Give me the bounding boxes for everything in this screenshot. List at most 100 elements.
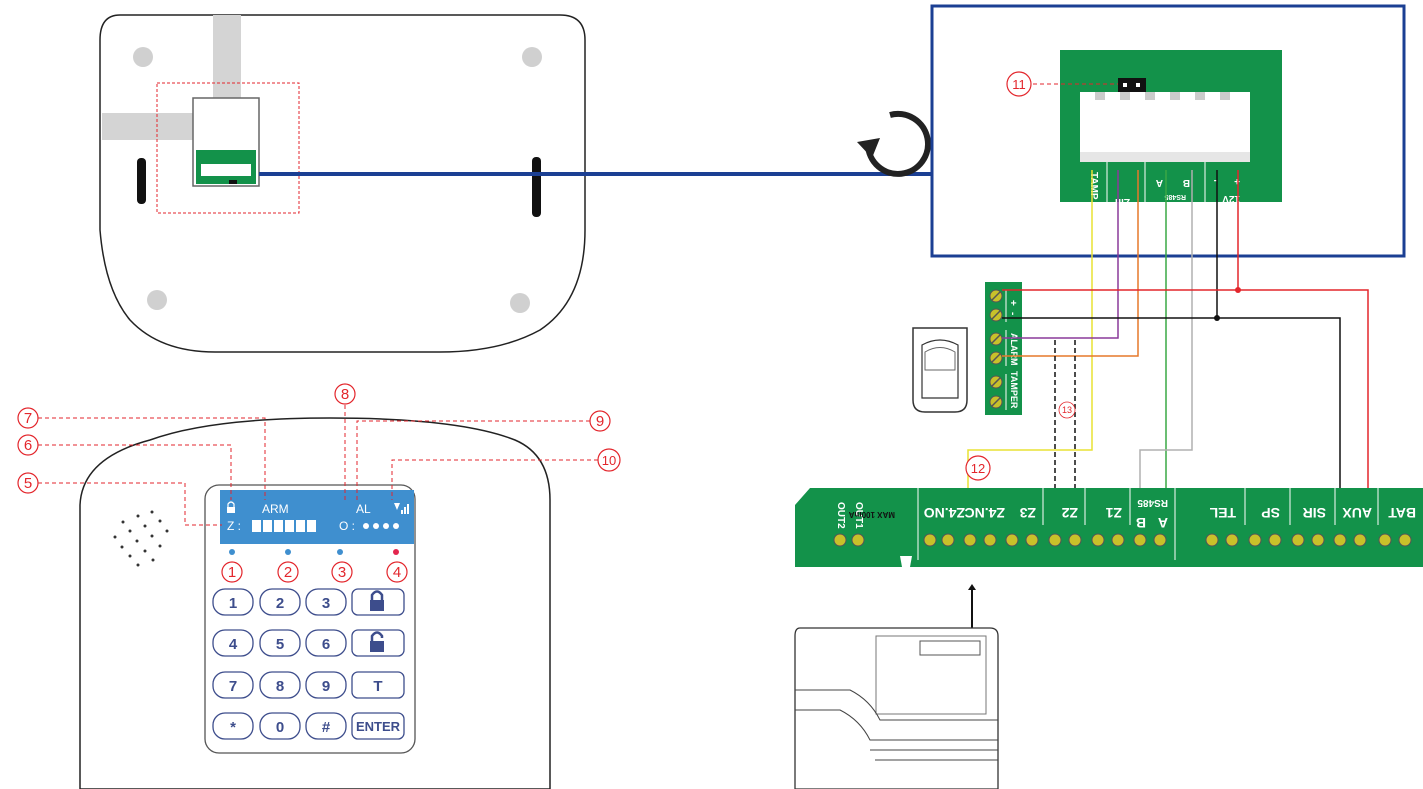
panel-label-z1: Z1 bbox=[1105, 505, 1122, 521]
module-label-a: A bbox=[1156, 177, 1163, 188]
motion-detector bbox=[912, 327, 968, 413]
module-label-tamp: TAMP bbox=[1088, 172, 1099, 200]
lcd-display bbox=[220, 490, 414, 544]
panel-label-rs485: RS485 bbox=[1137, 497, 1168, 508]
key-9[interactable]: 9 bbox=[305, 671, 347, 699]
panel-screws bbox=[833, 533, 1412, 547]
lcd-o-text: O : bbox=[339, 519, 355, 533]
lcd-al-text: AL bbox=[356, 502, 371, 516]
svg-text:2: 2 bbox=[276, 595, 284, 612]
panel-label-max: MAX 100mA bbox=[849, 510, 895, 519]
lcd-lock-icon bbox=[227, 501, 235, 513]
panel-label-out2: OUT2 bbox=[835, 502, 846, 529]
callout-9: 9 bbox=[589, 410, 611, 432]
callout-11: 11 bbox=[1006, 71, 1032, 97]
panel-label-out1: OUT1 bbox=[853, 502, 864, 529]
panel-label-a: A bbox=[1158, 515, 1168, 531]
key-disarm-lock[interactable] bbox=[351, 629, 405, 657]
svg-text:4: 4 bbox=[393, 564, 401, 581]
panel-label-sp: SP bbox=[1261, 505, 1280, 521]
detector-label-minus: - bbox=[1007, 312, 1018, 315]
callout-8: 8 bbox=[334, 383, 356, 405]
panel-label-z3: Z3 bbox=[1019, 505, 1036, 521]
callout-3: 3 bbox=[331, 561, 353, 583]
key-5[interactable]: 5 bbox=[259, 629, 301, 657]
key-star[interactable]: * bbox=[212, 712, 254, 740]
svg-text:5: 5 bbox=[276, 636, 284, 653]
detector-label-alarm: ALARM bbox=[1009, 333, 1019, 366]
module-label-plus: + bbox=[1234, 175, 1240, 186]
panel-label-sir: SIR bbox=[1303, 505, 1326, 521]
rotate-arrow-icon bbox=[857, 110, 931, 177]
callout-7: 7 bbox=[17, 407, 39, 429]
callout-leaders bbox=[38, 83, 1118, 526]
key-3[interactable]: 3 bbox=[305, 588, 347, 616]
lock-closed-icon bbox=[370, 590, 384, 611]
svg-text:4: 4 bbox=[229, 636, 238, 653]
svg-text:9: 9 bbox=[596, 413, 604, 430]
module-label-zin: Zin bbox=[1115, 196, 1130, 207]
svg-text:9: 9 bbox=[322, 678, 330, 695]
svg-text:2: 2 bbox=[284, 564, 292, 581]
svg-text:T: T bbox=[373, 678, 382, 695]
key-2[interactable]: 2 bbox=[259, 588, 301, 616]
key-arm-lock[interactable] bbox=[351, 588, 405, 616]
callout-5: 5 bbox=[17, 472, 39, 494]
svg-text:#: # bbox=[322, 719, 331, 736]
callout-12: 12 bbox=[965, 455, 991, 481]
key-1[interactable]: 1 bbox=[212, 588, 254, 616]
panel-label-b: B bbox=[1136, 515, 1146, 531]
svg-text:1: 1 bbox=[229, 595, 237, 612]
panel-label-aux: AUX bbox=[1342, 505, 1372, 521]
key-enter[interactable]: ENTER bbox=[351, 712, 405, 740]
detector-label-plus: + bbox=[1007, 300, 1018, 306]
svg-text:6: 6 bbox=[24, 437, 32, 454]
svg-text:0: 0 bbox=[276, 719, 284, 736]
panel-label-bat: BAT bbox=[1388, 505, 1416, 521]
lcd-z-text: Z : bbox=[227, 519, 241, 533]
key-t[interactable]: T bbox=[351, 671, 405, 699]
lcd-zone-blocks bbox=[252, 520, 399, 532]
detector-label-tamper: TAMPER bbox=[1009, 371, 1019, 409]
svg-text:7: 7 bbox=[24, 410, 32, 427]
wires bbox=[967, 170, 1369, 488]
module-label-minus: - bbox=[1214, 175, 1217, 186]
svg-text:10: 10 bbox=[602, 453, 616, 468]
led-2 bbox=[285, 549, 291, 555]
svg-text:11: 11 bbox=[1012, 77, 1026, 92]
svg-text:3: 3 bbox=[322, 595, 330, 612]
svg-text:7: 7 bbox=[229, 678, 237, 695]
module-closeup: TAMP Zin A B RS485 - + 12V bbox=[930, 4, 1406, 258]
lock-open-icon bbox=[370, 631, 384, 652]
svg-text:1: 1 bbox=[228, 564, 236, 581]
svg-text:8: 8 bbox=[341, 386, 349, 403]
svg-text:8: 8 bbox=[276, 678, 284, 695]
module-label-rs485: RS485 bbox=[1164, 193, 1186, 200]
key-6[interactable]: 6 bbox=[305, 629, 347, 657]
keypad-front-view: ARM AL Z : O : 1 2 3 4 5 6 bbox=[79, 417, 551, 789]
key-8[interactable]: 8 bbox=[259, 671, 301, 699]
callout-13: 13 bbox=[1058, 401, 1076, 419]
svg-text:3: 3 bbox=[338, 564, 346, 581]
led-4 bbox=[393, 549, 399, 555]
callout-2: 2 bbox=[277, 561, 299, 583]
key-4[interactable]: 4 bbox=[212, 629, 254, 657]
callout-4: 4 bbox=[386, 561, 408, 583]
svg-text:ENTER: ENTER bbox=[356, 719, 401, 734]
lcd-signal-icon bbox=[394, 503, 409, 514]
key-0[interactable]: 0 bbox=[259, 712, 301, 740]
led-1 bbox=[229, 549, 235, 555]
svg-text:*: * bbox=[230, 719, 236, 736]
panel-label-z4nc: Z4.NC bbox=[965, 505, 1005, 521]
lcd-arm-text: ARM bbox=[262, 502, 289, 516]
panel-label-tel: TEL bbox=[1209, 505, 1236, 521]
module-label-b: B bbox=[1183, 177, 1190, 188]
key-7[interactable]: 7 bbox=[212, 671, 254, 699]
panel-label-z4no: Z4.NO bbox=[924, 505, 965, 521]
keypad-back-view bbox=[99, 14, 586, 353]
svg-text:12: 12 bbox=[971, 461, 985, 476]
led-3 bbox=[337, 549, 343, 555]
svg-text:5: 5 bbox=[24, 475, 32, 492]
key-hash[interactable]: # bbox=[305, 712, 347, 740]
